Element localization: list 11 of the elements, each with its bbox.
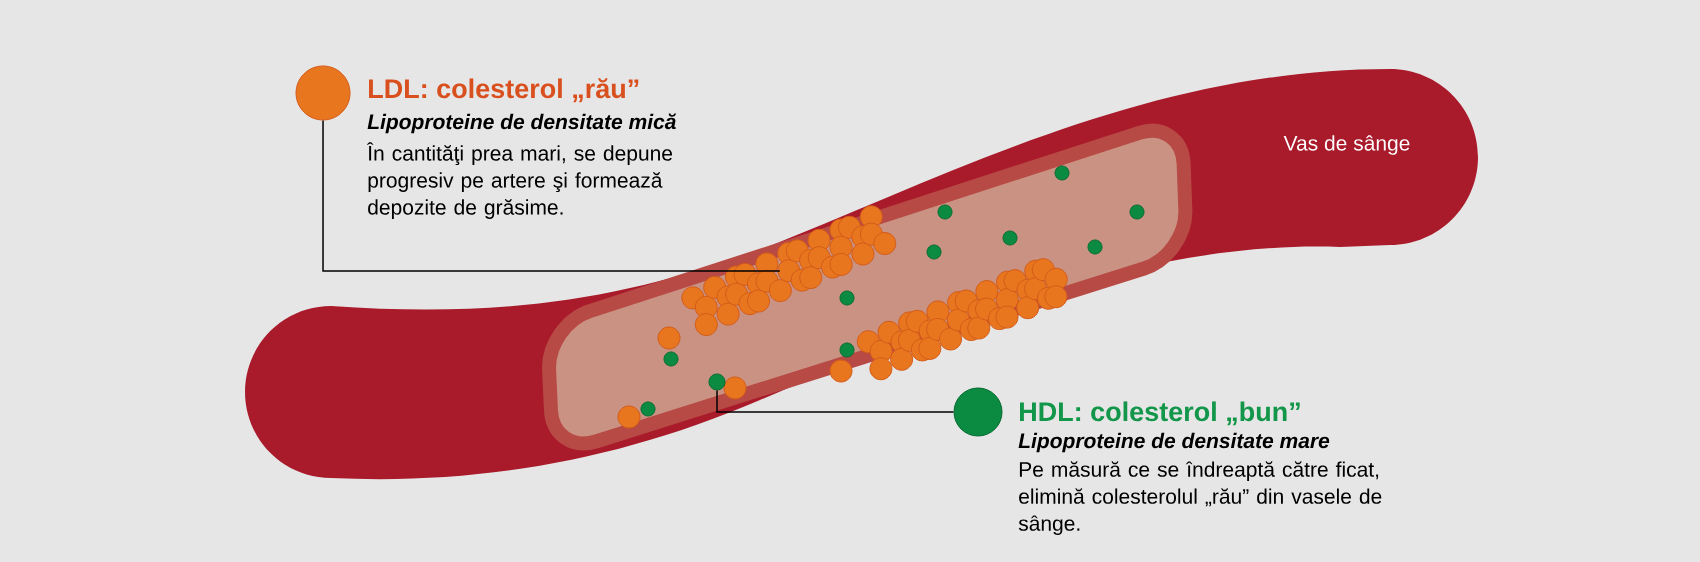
leader-line	[716, 389, 955, 413]
heading: HDL: colesterol „bun”	[1020, 401, 1300, 426]
vessel-label: Vas de sânge	[1283, 135, 1410, 155]
leader-line	[322, 119, 781, 272]
hdl-particle	[708, 373, 726, 391]
plaque-drawing	[681, 205, 1068, 381]
description: În cantităţi prea mari, se depune progresiv pe artere şi formează depozite de grăsime.	[366, 142, 673, 219]
description: Pe măsură ce se îndreaptă către ficat, elimină colesterolul „rău” din vasele de sânge.	[1018, 461, 1382, 536]
subtitle: Lipoproteine de densitate mică	[367, 113, 677, 134]
subtitle: Lipoproteine de densitate mare	[1018, 432, 1330, 453]
heading: LDL: colesterol „rău”	[369, 78, 639, 103]
